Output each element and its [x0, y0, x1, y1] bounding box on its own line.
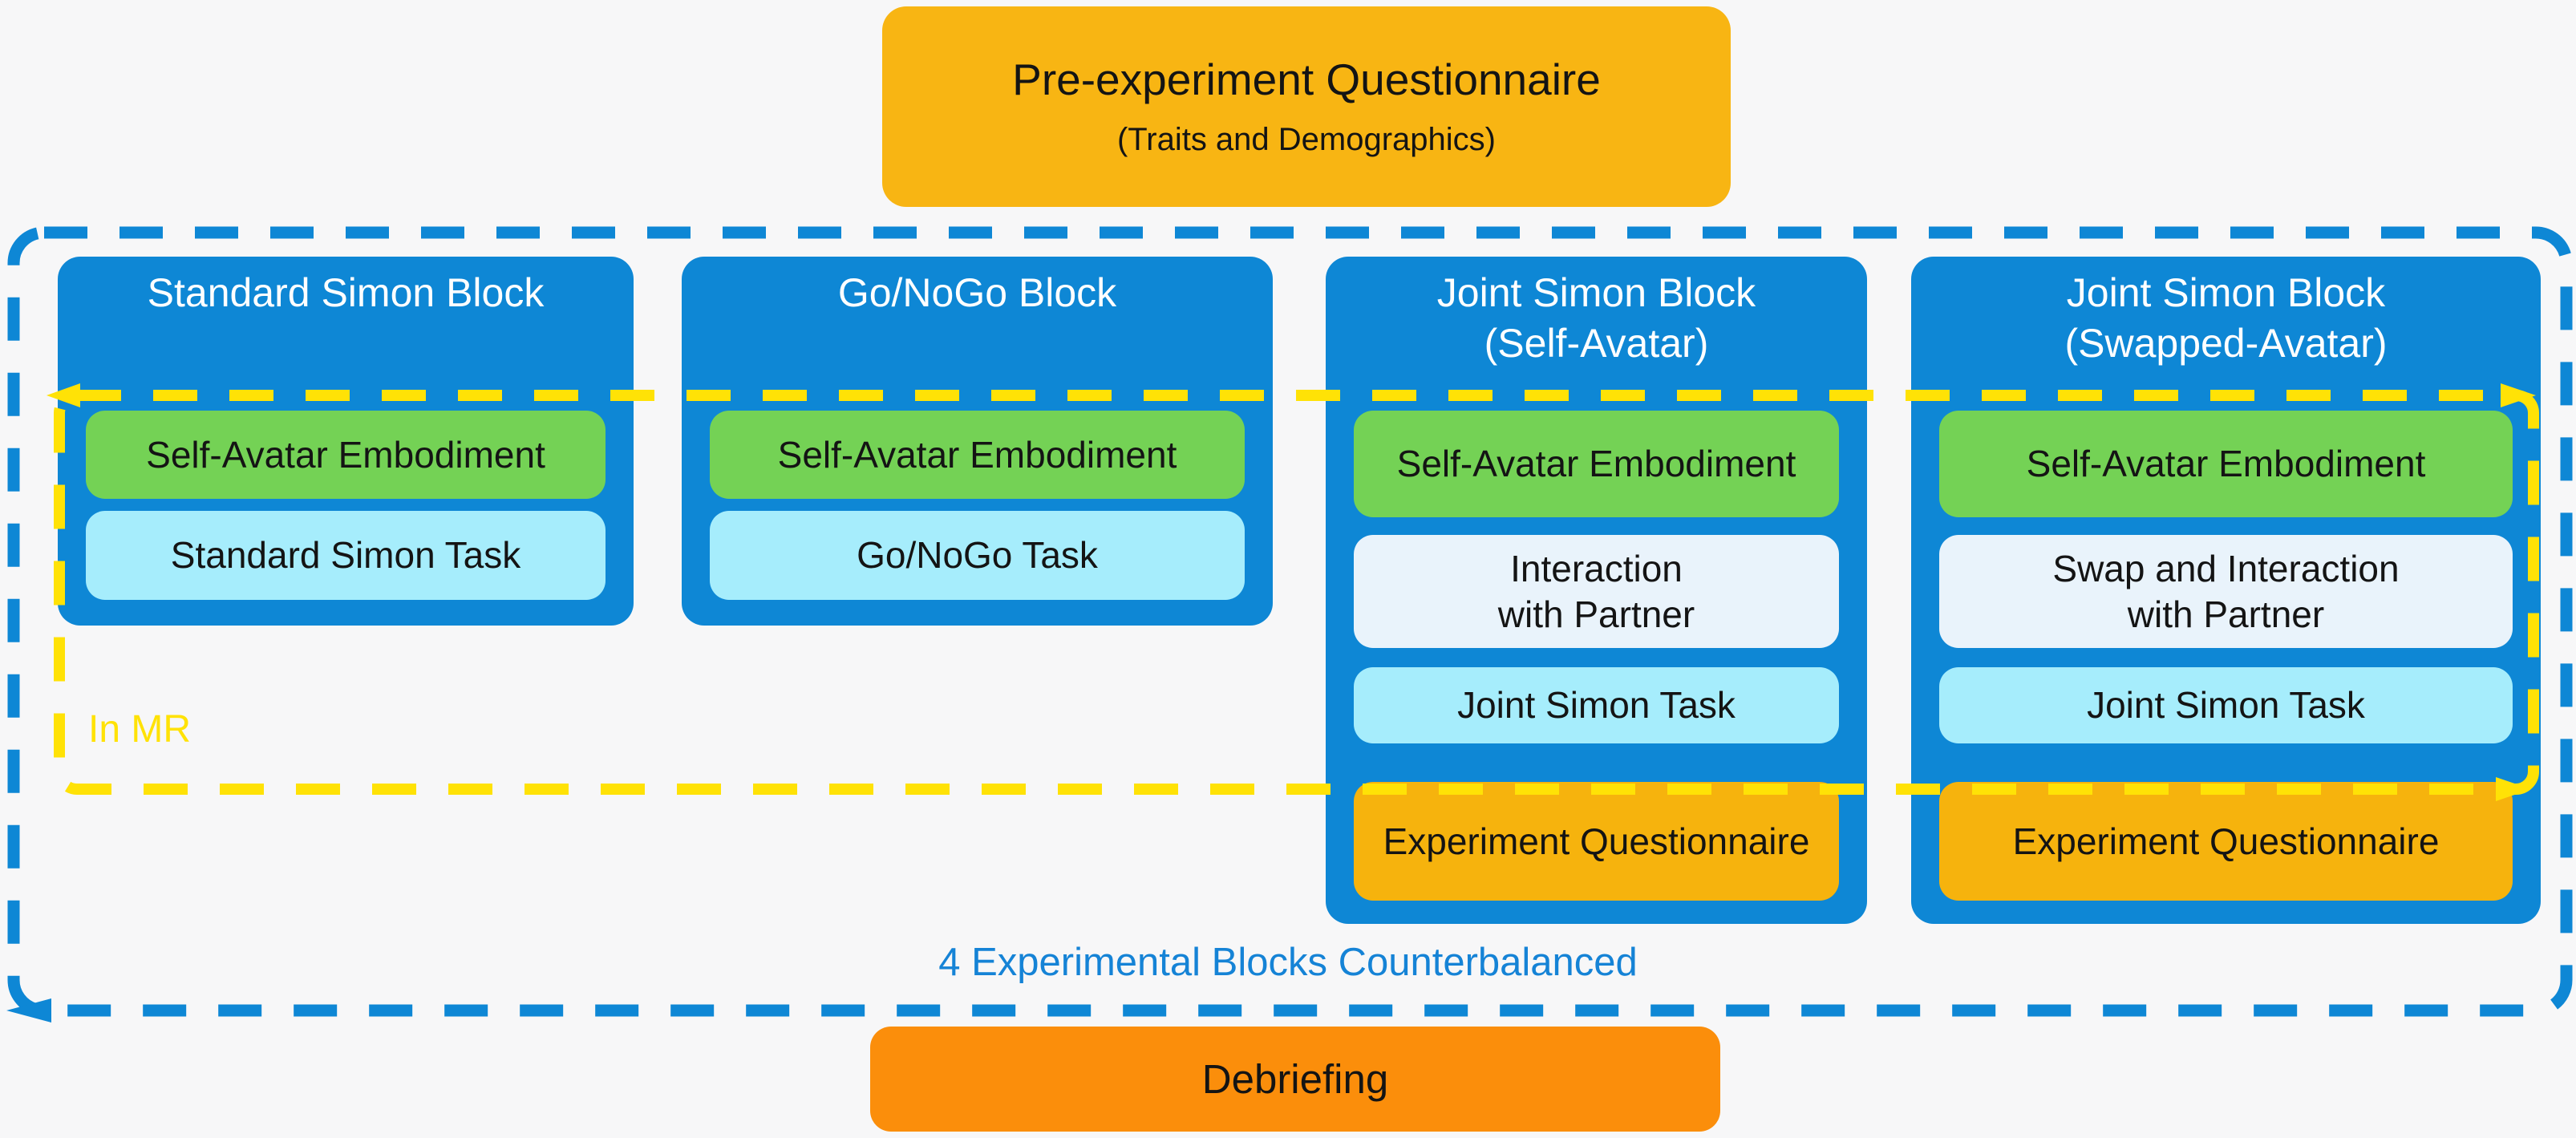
- block-title-line2: (Swapped-Avatar): [2064, 321, 2388, 366]
- block-title: Standard Simon Block: [58, 268, 634, 318]
- embodiment-box: Self-Avatar Embodiment: [710, 411, 1245, 499]
- counterbalanced-caption: 4 Experimental Blocks Counterbalanced: [938, 941, 1638, 984]
- embodiment-box: Self-Avatar Embodiment: [1354, 411, 1839, 517]
- interaction-box: Swap and Interaction with Partner: [1939, 535, 2513, 648]
- task-box: Standard Simon Task: [86, 511, 606, 600]
- blue-dash-arrowhead-left: [6, 998, 51, 1023]
- pre-experiment-title: Pre-experiment Questionnaire: [1012, 55, 1601, 104]
- interaction-box: Interaction with Partner: [1354, 535, 1839, 648]
- pre-experiment-subtitle: (Traits and Demographics): [1116, 122, 1496, 157]
- pre-experiment-questionnaire-box: Pre-experiment Questionnaire (Traits and…: [882, 6, 1731, 207]
- task-box: Go/NoGo Task: [710, 511, 1245, 600]
- block-title: Joint Simon Block (Swapped-Avatar): [1911, 268, 2541, 369]
- experiment-questionnaire-box: Experiment Questionnaire: [1354, 782, 1839, 901]
- block-title-line2: (Self-Avatar): [1484, 321, 1709, 366]
- block-title-line1: Joint Simon Block: [2066, 270, 2386, 315]
- joint-simon-self-avatar-block: Joint Simon Block (Self-Avatar) Self-Ava…: [1326, 257, 1867, 924]
- embodiment-box: Self-Avatar Embodiment: [1939, 411, 2513, 517]
- standard-simon-block: Standard Simon Block Self-Avatar Embodim…: [58, 257, 634, 626]
- in-mr-label: In MR: [88, 708, 192, 751]
- block-title-line1: Joint Simon Block: [1436, 270, 1756, 315]
- block-title: Go/NoGo Block: [682, 268, 1273, 318]
- go-nogo-block: Go/NoGo Block Self-Avatar Embodiment Go/…: [682, 257, 1273, 626]
- debriefing-box: Debriefing: [870, 1027, 1720, 1132]
- experiment-questionnaire-box: Experiment Questionnaire: [1939, 782, 2513, 901]
- embodiment-box: Self-Avatar Embodiment: [86, 411, 606, 499]
- joint-simon-swapped-avatar-block: Joint Simon Block (Swapped-Avatar) Self-…: [1911, 257, 2541, 924]
- block-title-line1: Go/NoGo Block: [837, 270, 1117, 315]
- block-title-line1: Standard Simon Block: [147, 270, 545, 315]
- block-title: Joint Simon Block (Self-Avatar): [1326, 268, 1867, 369]
- task-box: Joint Simon Task: [1354, 667, 1839, 743]
- task-box: Joint Simon Task: [1939, 667, 2513, 743]
